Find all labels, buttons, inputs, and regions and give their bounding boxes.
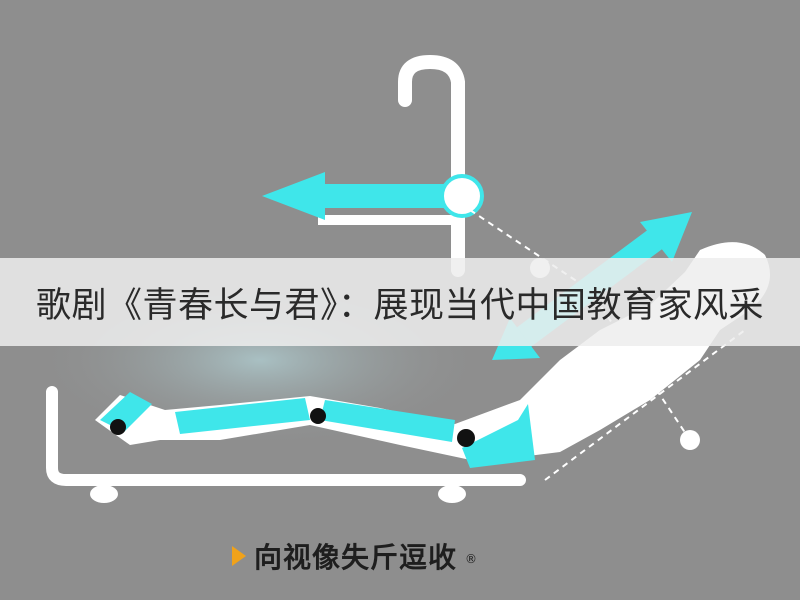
joint-dot-knee	[310, 408, 326, 424]
pivot-ball	[440, 174, 484, 218]
bed-wheel-left	[90, 485, 118, 503]
banner-title: 歌剧《青春长与君》：展现当代中国教育家风采	[35, 285, 764, 326]
play-triangle-icon	[232, 546, 246, 566]
trademark-mark: ®	[465, 552, 478, 566]
dashed-guide-lower	[544, 329, 746, 481]
joint-dot-ankle	[110, 419, 126, 435]
title-banner: 歌剧《青春长与君》：展现当代中国教育家风采	[0, 258, 800, 346]
left-arrow-icon	[262, 172, 460, 220]
joint-dot-hip	[457, 429, 475, 447]
bed-icon	[46, 386, 526, 486]
caption-text: 向视像失斤逗收	[254, 541, 458, 574]
bed-wheel-right	[438, 485, 466, 503]
hook-icon	[398, 54, 465, 277]
caption-row: 向视像失斤逗收 ®	[232, 536, 477, 576]
guide-dot-bottom	[680, 430, 700, 450]
hip-arrow-icon	[462, 404, 535, 468]
